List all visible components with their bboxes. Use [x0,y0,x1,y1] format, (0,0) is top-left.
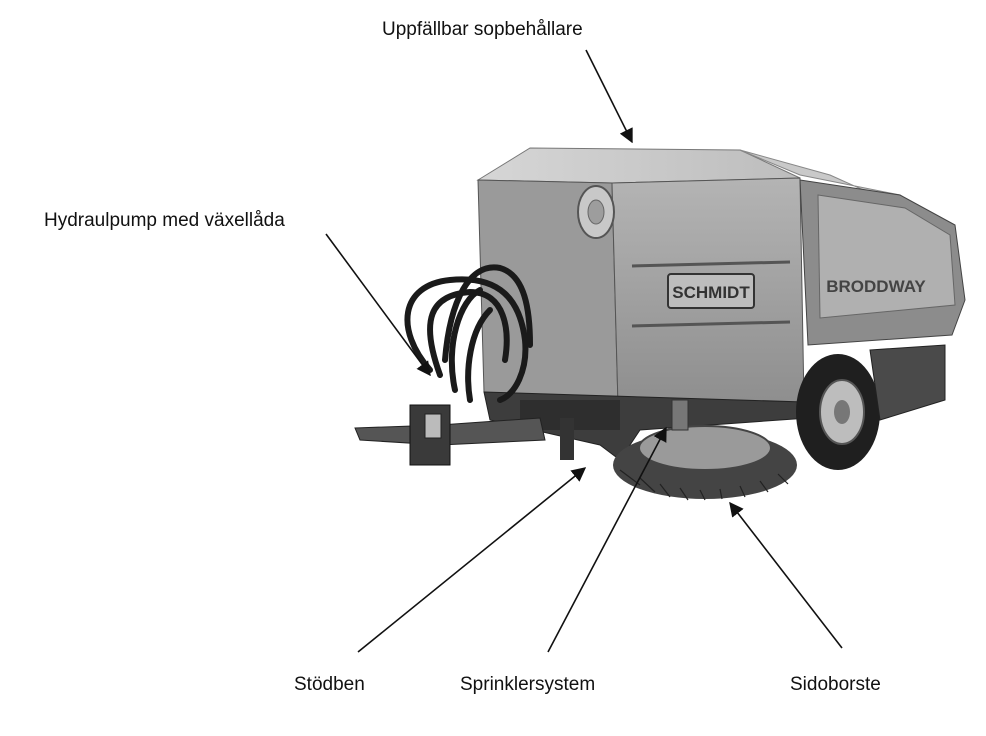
side-brush [613,425,797,501]
callout-arrows [325,49,843,653]
arrow-hydraulic-pump [325,233,431,377]
hydraulic-hoses [404,264,533,403]
arrow-hopper [585,49,633,144]
arrow-side-brush [729,501,843,649]
brand-plate [667,273,755,309]
model-plate-text: BRODDWAY [826,277,926,296]
label-hydraulic-pump: Hydraulpump med växellåda [44,210,285,231]
label-support-leg: Stödben [294,674,365,695]
label-hopper: Uppfällbar sopbehållare [382,19,583,40]
arrow-support-leg [357,467,587,653]
arrow-sprinkler [547,426,667,653]
sprinkler-nozzle [671,399,689,431]
brand-plate-text: SCHMIDT [672,283,750,302]
support-leg [560,418,574,460]
label-side-brush: Sidoborste [790,674,881,695]
label-sprinkler: Sprinklersystem [460,674,596,695]
